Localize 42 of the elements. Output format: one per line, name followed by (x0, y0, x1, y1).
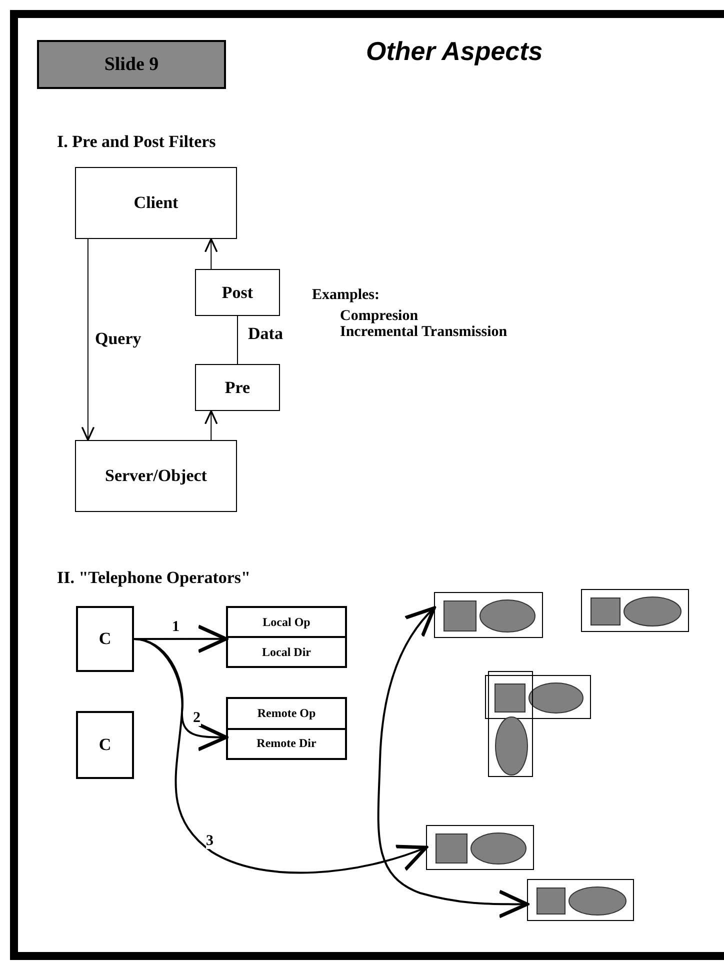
node-label: C (98, 735, 112, 755)
edge-label: 3 (206, 834, 214, 849)
object-box (581, 589, 689, 632)
object-box (426, 825, 534, 870)
node-label: Client (134, 193, 178, 213)
arrow (377, 606, 529, 918)
process-box (195, 269, 280, 316)
process-box (75, 167, 237, 239)
process-box (76, 606, 134, 672)
process-box (75, 440, 237, 512)
arrow (204, 238, 218, 270)
split-box (226, 606, 347, 668)
object-box (527, 879, 634, 921)
node-label: Pre (224, 378, 250, 398)
edge-label: Data (248, 325, 283, 342)
arrow (204, 410, 218, 440)
connector-line (237, 316, 238, 364)
process-box (195, 364, 280, 411)
node-label: Local Dir (262, 644, 311, 660)
note-label: Examples: (312, 288, 380, 303)
node-label: Local Op (262, 614, 310, 630)
object-box (434, 592, 543, 638)
arrow (134, 638, 428, 874)
node-label: C (98, 629, 112, 649)
note-text: Incremental Transmission (340, 325, 508, 340)
process-box (76, 711, 134, 779)
section-heading: II. "Telephone Operators" (57, 569, 250, 586)
node-label: Post (222, 282, 254, 302)
slide-title: Other Aspects (366, 36, 543, 67)
note-text: Compresion (340, 309, 418, 324)
section-heading: I. Pre and Post Filters (57, 133, 216, 150)
edge-label: 2 (193, 711, 200, 726)
node-label: Remote Dir (256, 736, 316, 752)
node-label: Server/Object (105, 466, 207, 486)
object-box (488, 671, 533, 777)
object-box (485, 675, 591, 719)
arrow (81, 238, 95, 441)
slide-number-box (37, 40, 226, 89)
node-label: Slide 9 (104, 54, 159, 76)
edge-label: Query (95, 330, 142, 347)
node-label: Remote Op (257, 706, 316, 721)
split-box (226, 697, 347, 760)
